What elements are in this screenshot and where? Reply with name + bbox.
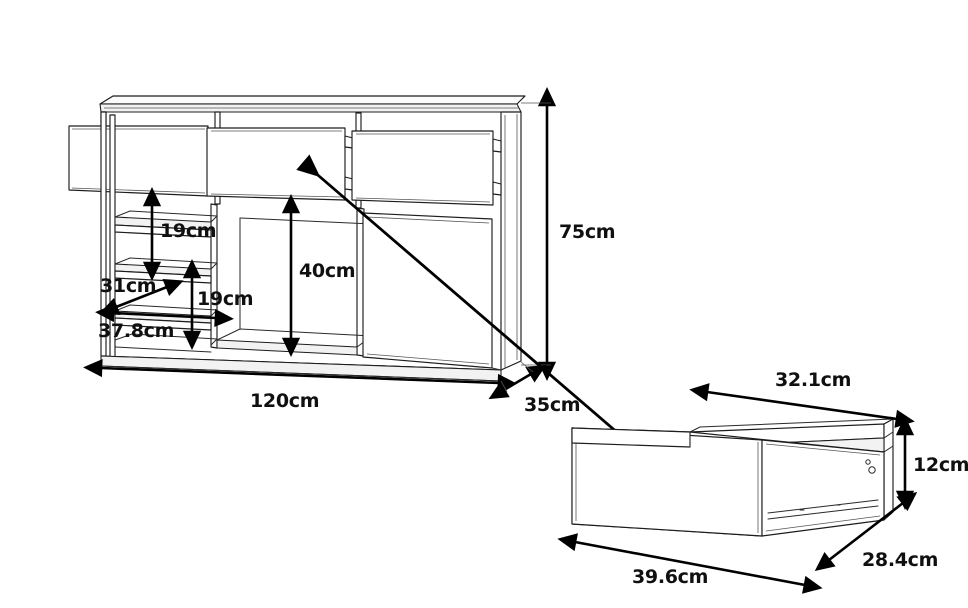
- dimension-label-shelf-gap-lower-19: 19cm: [197, 288, 253, 310]
- dimension-interior-height-40: 40cm: [281, 194, 356, 357]
- dimension-depth-35: 35cm: [488, 361, 581, 416]
- dimension-shelf-gap-upper-19: 19cm: [142, 187, 217, 281]
- cabinet-drawer-front-left[interactable]: [68, 125, 217, 197]
- dimension-label-shelf-gap-upper-19: 19cm: [160, 220, 216, 242]
- cabinet-drawer-front-right[interactable]: [351, 130, 502, 206]
- cabinet-middle-compartment: [216, 207, 373, 357]
- dimension-label-shelf-width-378: 37.8cm: [98, 320, 174, 342]
- dimension-height-75: 75cm: [521, 87, 616, 381]
- cabinet-right-side-panel: [500, 111, 522, 371]
- dimension-drawer-height-12: 12cm: [895, 416, 968, 510]
- cabinet-door-panel[interactable]: [362, 212, 493, 369]
- dimension-label-shelf-depth-31: 31cm: [100, 275, 156, 297]
- dimension-label-height-75: 75cm: [559, 221, 615, 243]
- dimension-drawer-inner-width-321: 32.1cm: [689, 369, 915, 428]
- dimension-label-drawer-front-width-396: 39.6cm: [632, 566, 708, 588]
- dimension-label-drawer-inner-width-321: 32.1cm: [775, 369, 851, 391]
- dimension-label-depth-35: 35cm: [524, 394, 580, 416]
- dimension-shelf-width-378: 37.8cm: [95, 303, 234, 342]
- dimension-label-interior-height-40: 40cm: [299, 260, 355, 282]
- dimension-drawer-depth-284: 28.4cm: [814, 492, 938, 571]
- dimension-shelf-depth-31: 31cm: [99, 275, 184, 315]
- cabinet-top-panel: [99, 95, 526, 113]
- dimension-label-width-120: 120cm: [250, 390, 319, 412]
- cabinet-drawer-front-middle[interactable]: [206, 127, 354, 201]
- dimension-drawer-front-width-396: 39.6cm: [557, 533, 823, 594]
- dimension-label-drawer-height-12: 12cm: [913, 454, 968, 476]
- dimension-width-120: 120cm: [83, 358, 517, 412]
- dimension-label-drawer-depth-284: 28.4cm: [862, 549, 938, 571]
- drawer-detail-illustration: [571, 418, 894, 537]
